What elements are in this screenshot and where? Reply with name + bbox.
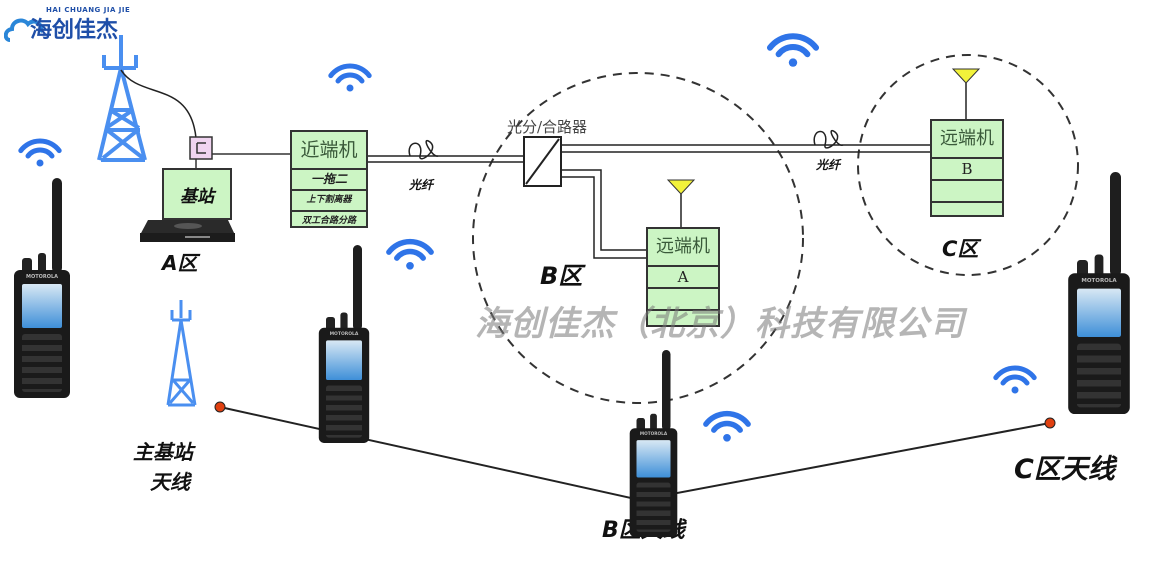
remote-b-title: 远端机 bbox=[940, 128, 994, 149]
base-station-label: 基站 bbox=[180, 187, 214, 207]
zone-b-circle bbox=[472, 72, 804, 404]
near-unit-row: 一拖二 bbox=[292, 168, 366, 189]
coupler-icon bbox=[189, 136, 213, 160]
fiber-splitter-to-c bbox=[561, 129, 930, 153]
radio-brand: MOTOROLA bbox=[25, 274, 59, 280]
wifi-icon bbox=[993, 365, 1037, 394]
radio-brand: MOTOROLA bbox=[1081, 277, 1117, 285]
splitter-label: 光分/合路器 bbox=[507, 118, 588, 136]
tower-icon bbox=[97, 35, 147, 162]
near-unit-title: 近端机 bbox=[300, 139, 358, 161]
radio-icon: MOTOROLA bbox=[317, 245, 380, 443]
wifi-icon bbox=[386, 238, 434, 270]
main-antenna-label-1: 主基站 bbox=[133, 440, 193, 464]
server-rack-icon bbox=[140, 220, 235, 242]
radio-brand: MOTOROLA bbox=[329, 331, 359, 337]
remote-unit-a: 远端机 A bbox=[646, 227, 720, 327]
remote-a-id: A bbox=[648, 265, 718, 287]
fiber-label: 光纤 bbox=[816, 158, 841, 172]
main-antenna-label-2: 天线 bbox=[150, 470, 190, 494]
fiber-near-to-splitter bbox=[368, 139, 525, 163]
c-antenna-label: C区天线 bbox=[1014, 454, 1115, 485]
main-antenna-tower-icon bbox=[166, 300, 197, 407]
zone-c-label: C区 bbox=[942, 237, 979, 261]
base-station-box: 基站 bbox=[162, 168, 232, 220]
main-antenna-dot bbox=[214, 401, 226, 413]
remote-a-title: 远端机 bbox=[656, 236, 710, 257]
antenna-icon bbox=[951, 68, 981, 84]
zone-b-label: B区 bbox=[540, 262, 583, 290]
near-unit-row: 双工合路分路 bbox=[292, 210, 366, 231]
radio-icon: MOTOROLA bbox=[1066, 172, 1143, 414]
wifi-icon bbox=[328, 63, 372, 92]
wifi-icon bbox=[703, 410, 751, 442]
company-logo: HAI CHUANG JIA JIE 海创佳杰 bbox=[4, 6, 154, 52]
fiber-splitter-to-a bbox=[561, 169, 648, 259]
antenna-icon bbox=[666, 179, 696, 195]
logo-english: HAI CHUANG JIA JIE bbox=[46, 6, 131, 14]
zone-a-label: A区 bbox=[162, 251, 198, 275]
wifi-icon bbox=[18, 138, 62, 167]
near-unit: 近端机 一拖二 上下割离器 双工合路分路 bbox=[290, 130, 368, 228]
company-watermark: 海创佳杰（北京）科技有限公司 bbox=[475, 304, 965, 344]
zone-c-circle bbox=[857, 54, 1079, 276]
wifi-icon bbox=[766, 33, 820, 67]
cloud-logo-icon bbox=[4, 18, 43, 42]
near-unit-row: 上下割离器 bbox=[292, 189, 366, 210]
c-antenna-dot bbox=[1044, 417, 1056, 429]
radio-icon: MOTOROLA bbox=[12, 178, 82, 398]
radio-icon: MOTOROLA bbox=[628, 350, 688, 537]
fiber-label: 光纤 bbox=[409, 178, 434, 192]
remote-unit-b: 远端机 B bbox=[930, 119, 1004, 217]
feeder-cable bbox=[120, 69, 197, 139]
logo-chinese: 海创佳杰 bbox=[30, 18, 119, 43]
radio-brand: MOTOROLA bbox=[639, 431, 668, 437]
remote-b-id: B bbox=[932, 157, 1002, 179]
